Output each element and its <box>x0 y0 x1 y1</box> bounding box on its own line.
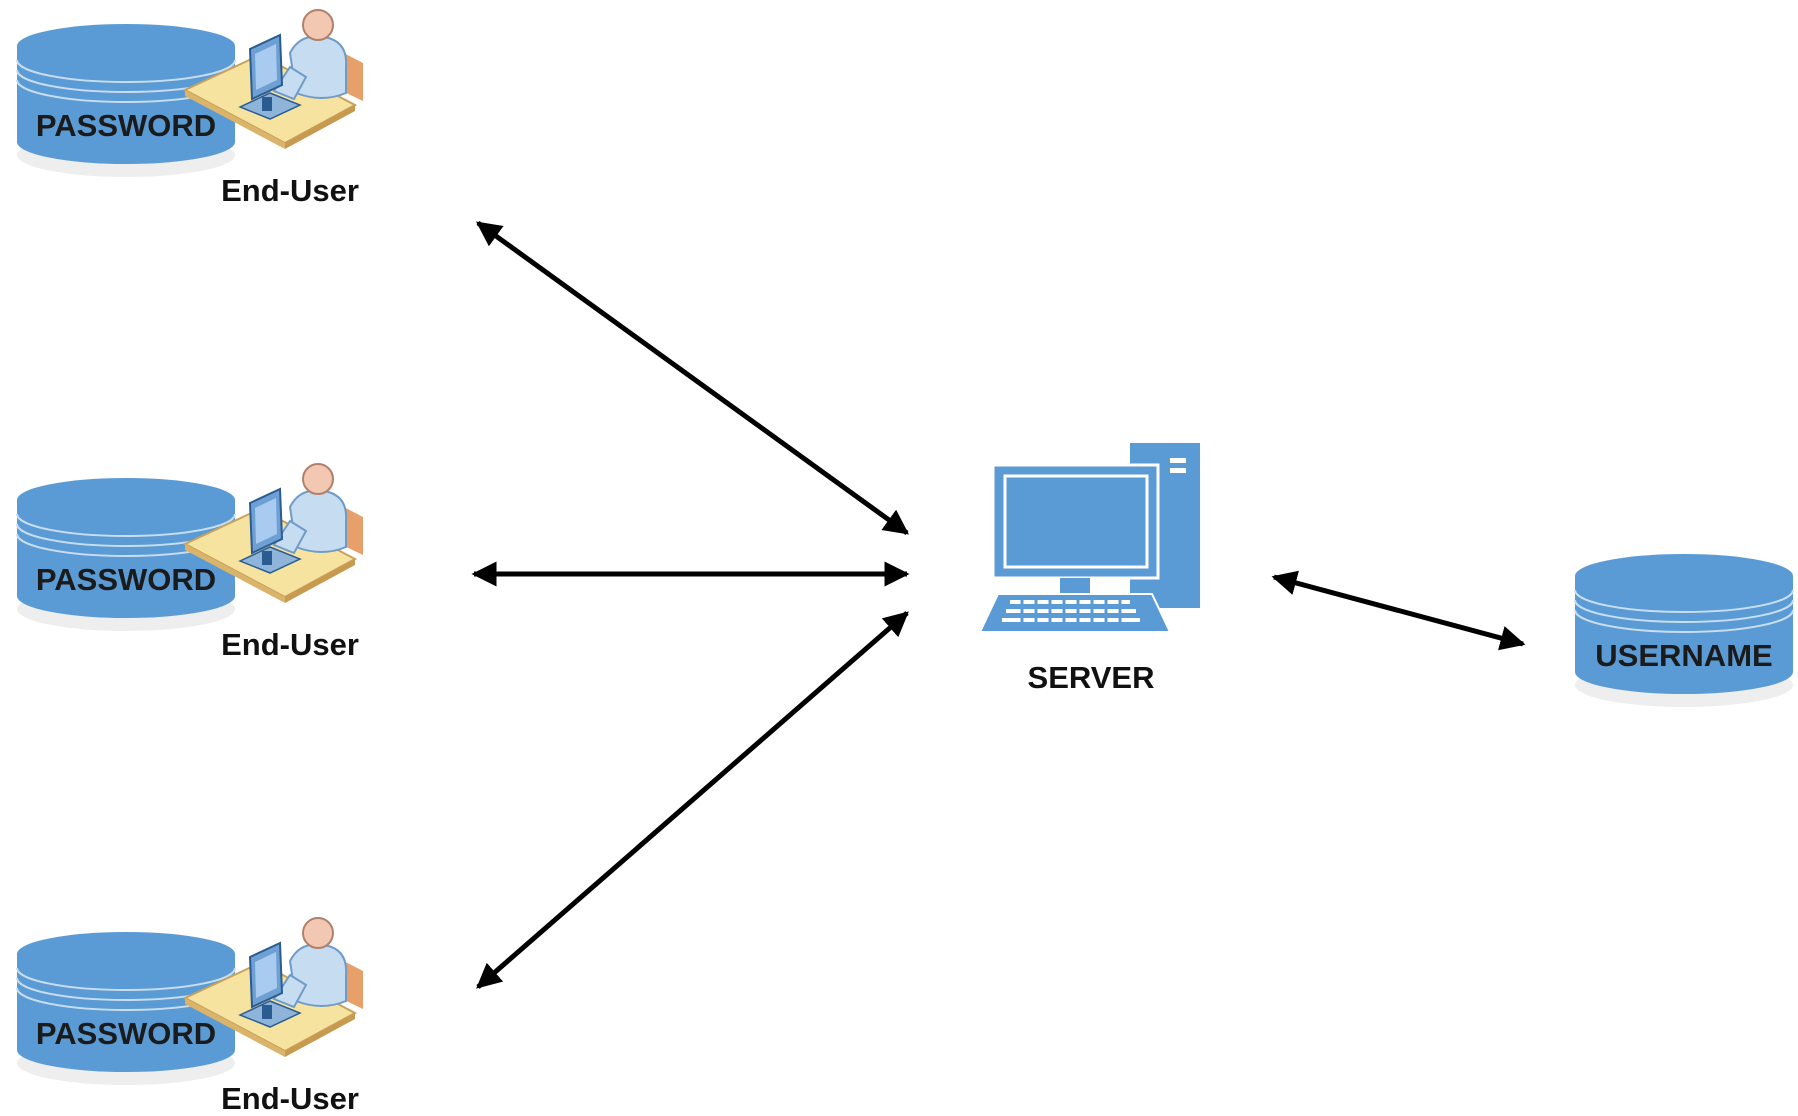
database-cylinder-icon <box>1574 553 1794 708</box>
arrow-server-username-db <box>1271 570 1526 651</box>
password-database-1: PASSWORD <box>16 23 236 178</box>
end-user-3: PASSWORD End-User <box>16 917 364 1116</box>
username-database: USERNAME <box>1574 553 1794 708</box>
end-user-2: PASSWORD End-User <box>16 463 364 662</box>
arrow-end-user-3-server <box>476 611 909 989</box>
connector-arrows <box>471 220 1526 989</box>
desktop-computer-icon <box>978 443 1200 633</box>
arrow-end-user-1-server <box>475 220 910 536</box>
server-caption: SERVER <box>1028 660 1155 695</box>
password-database-3: PASSWORD <box>16 931 236 1086</box>
password-database-label: PASSWORD <box>36 1016 216 1051</box>
password-database-label: PASSWORD <box>36 562 216 597</box>
username-database-label: USERNAME <box>1595 638 1772 673</box>
end-user-caption: End-User <box>221 627 359 662</box>
end-user-caption: End-User <box>221 173 359 208</box>
password-database-2: PASSWORD <box>16 477 236 632</box>
server: SERVER <box>978 443 1200 695</box>
password-database-label: PASSWORD <box>36 108 216 143</box>
end-user-1: PASSWORD End-User <box>16 9 364 208</box>
end-user-caption: End-User <box>221 1081 359 1116</box>
